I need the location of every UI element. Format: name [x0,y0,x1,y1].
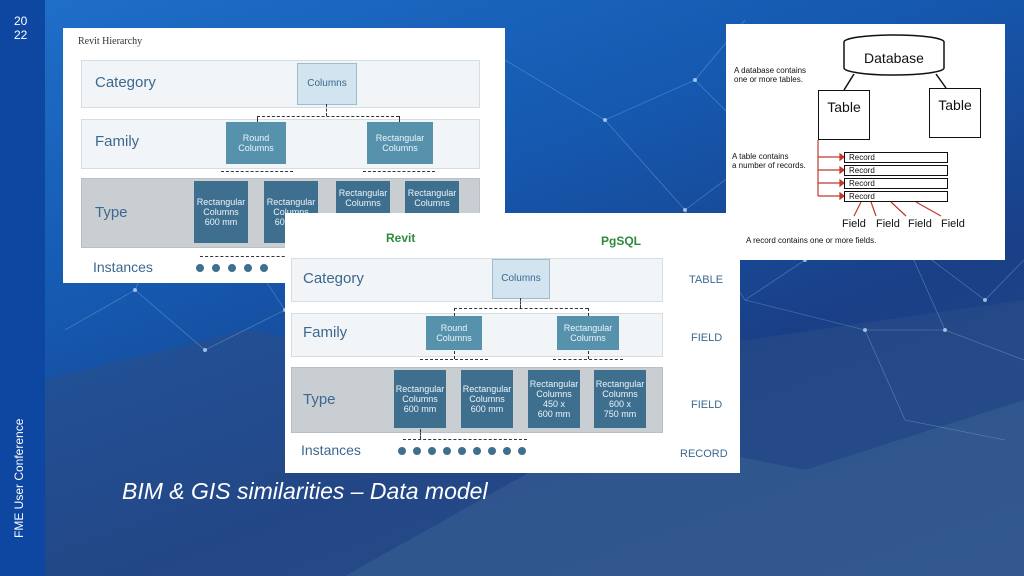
connector [588,308,589,316]
record-row-1: Record [844,152,948,163]
type-box-3: Rectangular Columns 450 x 600 mm [528,370,580,428]
revit-hierarchy-panel: Revit Hierarchy Category Family Type Ins… [63,28,505,283]
mapping-record: RECORD [680,448,728,460]
round-columns-box: Round Columns [226,122,286,164]
row-label-instances: Instances [93,259,153,275]
instance-dot [228,264,236,272]
instance-dot [244,264,252,272]
connector [588,351,589,359]
instance-dot [458,447,466,455]
category-band [291,258,663,302]
conference-label: FME User Conference [12,418,26,538]
instance-dot [443,447,451,455]
row-label-category: Category [95,74,156,91]
table-note: A table contains a number of records. [732,152,806,170]
instance-dot [212,264,220,272]
instance-dot [473,447,481,455]
mapping-field-type: FIELD [691,399,723,411]
connector [454,308,588,309]
category-band [81,60,480,108]
connector [221,171,293,172]
revit-heading: Revit [386,231,416,245]
connector [420,429,421,439]
year-bottom: 22 [14,28,28,42]
field-label-1: Field [842,218,866,230]
record-note: A record contains one or more fields. [746,236,877,245]
field-label-4: Field [941,218,965,230]
connector [553,359,623,360]
mapping-field-family: FIELD [691,332,723,344]
connector [363,171,435,172]
record-row-2: Record [844,165,948,176]
connector [326,104,327,116]
database-label: Database [864,50,924,66]
database-diagram-lines [817,34,947,217]
instance-dot [503,447,511,455]
type-box-1: Rectangular Columns 600 mm [394,370,446,428]
connector [520,298,521,308]
round-columns-box: Round Columns [426,316,482,350]
connector [257,116,399,117]
revit-pgsql-panel: Revit PgSQL Category Family Type Instanc… [285,213,740,473]
instance-dot [196,264,204,272]
connector [454,308,455,316]
connector [403,439,527,440]
pgsql-heading: PgSQL [601,234,642,248]
connector [454,351,455,359]
row-label-family: Family [95,133,140,150]
table-box-2: Table [929,88,981,138]
row-label-family: Family [303,324,348,341]
columns-box: Columns [297,63,357,105]
instance-dot [413,447,421,455]
connector [399,116,400,122]
row-label-instances: Instances [301,442,361,458]
connector [420,359,488,360]
record-row-3: Record [844,178,948,189]
type-box-4: Rectangular Columns [405,181,459,215]
instance-dot [260,264,268,272]
year-label: 20 22 [14,14,27,42]
database-note: A database contains one or more tables. [734,66,807,84]
instance-dot [428,447,436,455]
database-structure-panel: Database Table Table A database contains… [726,24,1005,260]
row-label-category: Category [303,270,364,287]
panel-heading: Revit Hierarchy [78,36,143,47]
connector [200,256,300,257]
field-label-2: Field [876,218,900,230]
instance-dot [398,447,406,455]
mapping-table: TABLE [689,274,724,286]
instance-dot [488,447,496,455]
field-label-3: Field [908,218,932,230]
table-box-1: Table [818,90,870,140]
sidebar: 20 22 FME User Conference [0,0,45,576]
slide-title: BIM & GIS similarities – Data model [122,478,488,504]
conference-label-wrap: FME User Conference [2,410,26,540]
type-box-1: Rectangular Columns 600 mm [194,181,248,243]
instance-dot [518,447,526,455]
columns-box: Columns [492,259,550,299]
rectangular-columns-box: Rectangular Columns [557,316,619,350]
rectangular-columns-box: Rectangular Columns [367,122,433,164]
connector [257,116,258,122]
type-box-3: Rectangular Columns [336,181,390,215]
type-box-2: Rectangular Columns 600 mm [461,370,513,428]
record-row-4: Record [844,191,948,202]
row-label-type: Type [95,204,128,221]
year-top: 20 [14,14,28,28]
type-box-4: Rectangular Columns 600 x 750 mm [594,370,646,428]
row-label-type: Type [303,391,336,408]
